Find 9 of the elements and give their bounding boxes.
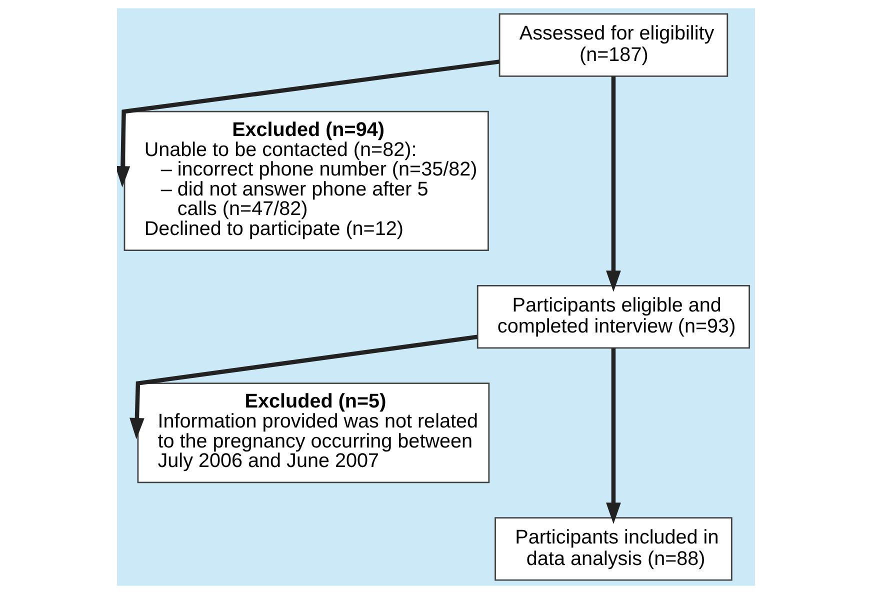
node-box: Excluded (n=5) Information provided was not related to the pregnancy occurring between July 2006 and June 2007 — [137, 382, 490, 484]
arrow — [117, 60, 500, 188]
node-box: Excluded (n=94) Unable to be contacted (n=82): – incorrect phone number (n=35/82) – did not answer phone after 5 calls (n=47/82) Declined to participate (n=12) — [124, 110, 489, 251]
arrow — [130, 334, 478, 440]
node-box: Participants eligible and completed interview (n=93) — [476, 284, 750, 349]
node-box: Participants included in data analysis (n=88) — [494, 517, 732, 581]
arrow — [606, 76, 621, 292]
node-box: Assessed for eligibility (n=187) — [498, 13, 728, 77]
arrow — [606, 348, 621, 524]
